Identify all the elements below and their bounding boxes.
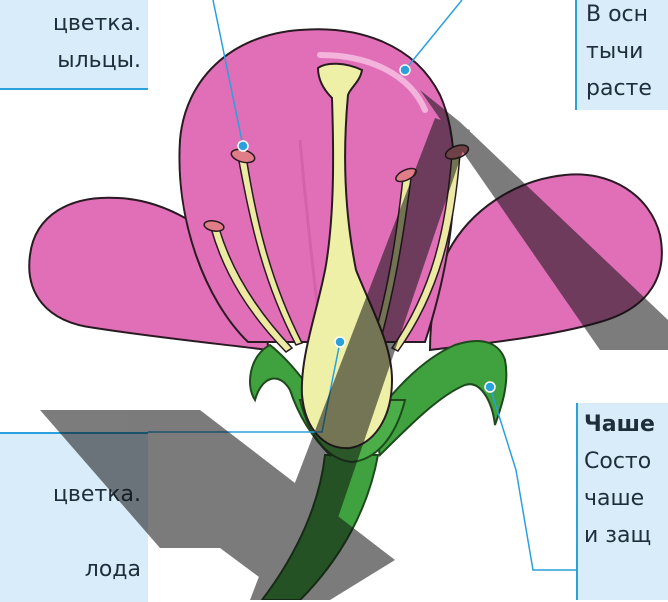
flower-diagram <box>0 0 668 600</box>
